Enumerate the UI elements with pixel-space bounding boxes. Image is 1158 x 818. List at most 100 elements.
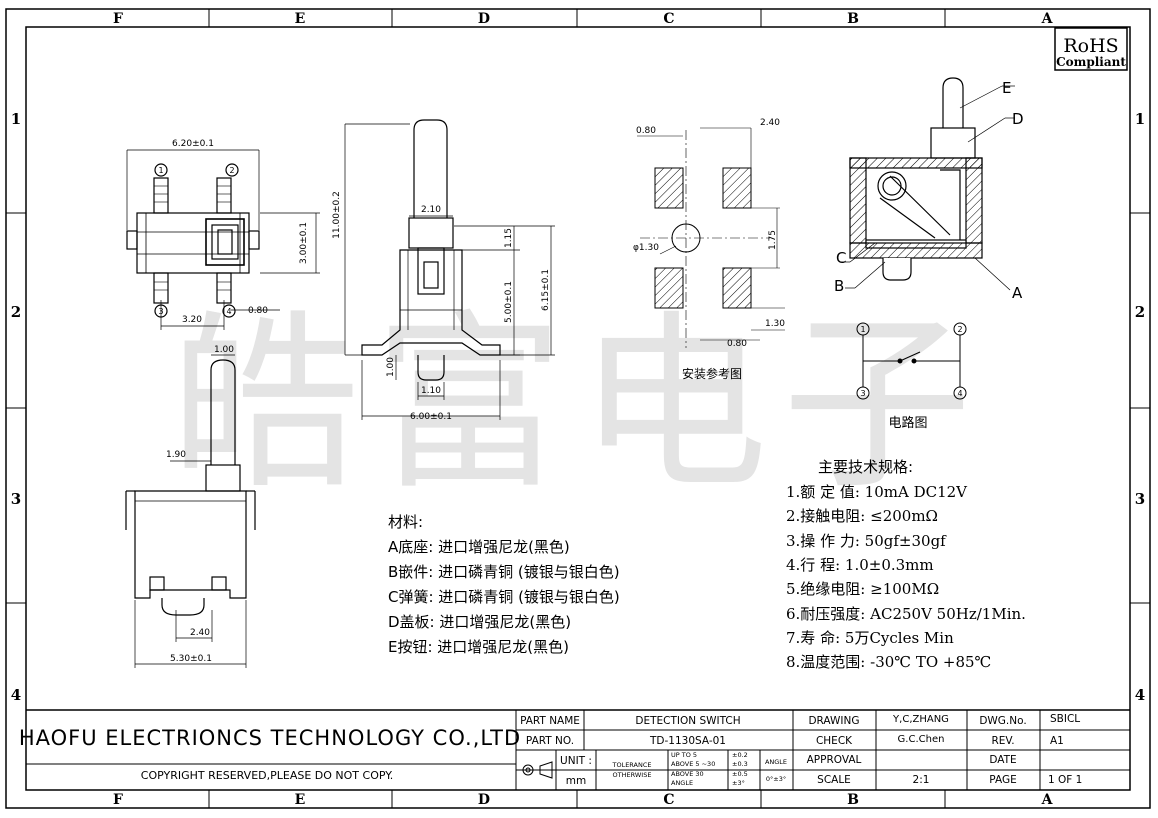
- dim-label: 1.10: [421, 386, 441, 396]
- zone-letter: D: [478, 11, 490, 27]
- dim-label: φ1.30: [633, 243, 659, 253]
- scale-value: 2:1: [913, 774, 930, 786]
- materials-title: 材料:: [388, 513, 423, 531]
- zone-letters-bottom: F E D C B A: [113, 792, 1054, 808]
- zone-number: 4: [1135, 686, 1145, 704]
- tolerance-label: TOLERANCE: [611, 761, 651, 769]
- zone-number: 1: [1135, 110, 1145, 128]
- rohs-title: RoHS: [1063, 35, 1118, 57]
- rohs-badge: RoHS Compliant: [1054, 27, 1128, 71]
- zone-number: 2: [1135, 303, 1145, 321]
- page-label: PAGE: [989, 774, 1016, 786]
- dwg-value: SBICL: [1050, 713, 1080, 725]
- top-view: [126, 149, 320, 330]
- install-ref-caption: 安装参考图: [682, 366, 742, 381]
- dim-label: 1.30: [765, 319, 785, 329]
- pin-label: 1: [158, 166, 163, 175]
- otherwise-label: OTHERWISE: [613, 771, 652, 779]
- spec-item: 4.行 程: 1.0±0.3mm: [786, 556, 934, 574]
- tolerance-value: ±3°: [732, 779, 745, 787]
- zone-number: 3: [1135, 490, 1145, 508]
- zone-letter: A: [1041, 792, 1054, 808]
- spec-list: 主要技术规格: 1.额 定 值: 10mA DC12V 2.接触电阻: ≤200…: [786, 458, 1026, 671]
- spec-item: 3.操 作 力: 50gf±30gf: [786, 532, 947, 550]
- title-block: [26, 709, 1130, 790]
- watermark-text: 皓富电子: [170, 294, 986, 515]
- spec-item: 5.绝缘电阻: ≥100MΩ: [786, 580, 939, 598]
- part-callout: A: [1012, 284, 1023, 302]
- approval-label: APPROVAL: [807, 754, 862, 766]
- rev-value: A1: [1050, 735, 1064, 747]
- materials-list: 材料: A底座: 进口增强尼龙(黑色) B嵌件: 进口磷青铜 (镀银与银白色) …: [388, 513, 620, 656]
- check-value: G.C.Chen: [898, 734, 945, 745]
- dim-label: 3.00±0.1: [299, 222, 309, 264]
- spec-item: 6.耐压强度: AC250V 50Hz/1Min.: [786, 605, 1026, 623]
- materials-item: D盖板: 进口增强尼龙(黑色): [388, 613, 571, 631]
- zone-number: 1: [11, 110, 21, 128]
- side-view: [344, 119, 555, 420]
- angle-value: 0°±3°: [766, 775, 786, 783]
- part-no-value: TD-1130SA-01: [649, 735, 726, 747]
- part-no-label: PART NO.: [526, 735, 574, 747]
- side-view-labels: 11.00±0.2 2.10 1.15 5.00±0.1 6.15±0.1 1.…: [332, 191, 551, 422]
- zone-letter: E: [295, 792, 306, 808]
- zone-letter: B: [847, 11, 859, 27]
- dwg-label: DWG.No.: [979, 715, 1026, 727]
- zone-letter: F: [113, 11, 123, 27]
- spec-item: 1.额 定 值: 10mA DC12V: [786, 483, 968, 501]
- tolerance-range: ABOVE 30: [671, 770, 704, 778]
- materials-item: B嵌件: 进口磷青铜 (镀银与银白色): [388, 563, 620, 581]
- sheet-frame: [5, 8, 1151, 809]
- zone-letter: C: [663, 11, 674, 27]
- dim-label: 5.00±0.1: [504, 281, 514, 323]
- zone-letter: F: [113, 792, 123, 808]
- zone-number: 4: [11, 686, 21, 704]
- part-name-label: PART NAME: [520, 715, 580, 727]
- top-view-labels: 6.20±0.1 3.00±0.1 3.20 0.80 1 2 3 4: [158, 139, 309, 325]
- dim-label: 1.00: [386, 357, 396, 377]
- front-view: [125, 354, 256, 668]
- drawing-label: DRAWING: [808, 715, 859, 727]
- spec-item: 8.温度范围: -30℃ TO +85℃: [786, 653, 991, 671]
- tolerance-value: ±0.3: [732, 760, 748, 768]
- circuit-diagram: [856, 322, 967, 400]
- dim-label: 6.15±0.1: [541, 269, 551, 311]
- dim-label: 3.20: [182, 315, 202, 325]
- unit-label: UNIT :: [560, 755, 592, 767]
- angle-label: ANGLE: [765, 758, 787, 766]
- zone-numbers-left: 1 2 3 4: [11, 110, 21, 704]
- dim-label: 1.15: [504, 228, 514, 248]
- date-label: DATE: [989, 754, 1016, 766]
- drawing-value: Y,C,ZHANG: [892, 714, 949, 725]
- dim-label: 11.00±0.2: [332, 191, 342, 239]
- dim-label: 0.80: [636, 126, 656, 136]
- rev-label: REV.: [991, 735, 1014, 747]
- zone-letter: E: [295, 11, 306, 27]
- part-callout: B: [834, 277, 844, 295]
- pad-layout-labels: 0.80 2.40 φ1.30 1.75 1.30 0.80 安装参考图: [633, 118, 785, 381]
- tolerance-value: ±0.2: [732, 751, 748, 759]
- pin-label: 2: [957, 325, 962, 334]
- section-view: [840, 77, 1015, 291]
- dim-label: 6.20±0.1: [172, 139, 214, 149]
- part-callout: D: [1012, 110, 1024, 128]
- zone-number: 3: [11, 490, 21, 508]
- part-name-value: DETECTION SWITCH: [635, 715, 740, 727]
- dim-label: 6.00±0.1: [410, 412, 452, 422]
- company-name: HAOFU ELECTRIONCS TECHNOLOGY CO.,LTD: [19, 726, 521, 750]
- zone-letter: D: [478, 792, 490, 808]
- materials-item: A底座: 进口增强尼龙(黑色): [388, 538, 570, 556]
- dim-label: 0.80: [727, 339, 747, 349]
- tolerance-range: UP TO 5: [671, 751, 697, 759]
- dim-label: 0.80: [248, 306, 268, 316]
- pin-label: 3: [158, 307, 163, 316]
- zone-letter: A: [1041, 11, 1054, 27]
- page-value: 1 OF 1: [1048, 774, 1082, 786]
- pin-label: 3: [860, 389, 865, 398]
- dim-label: 2.40: [190, 628, 210, 638]
- dim-label: 2.40: [760, 118, 780, 128]
- zone-numbers-right: 1 2 3 4: [1135, 110, 1145, 704]
- part-callout: E: [1002, 79, 1011, 97]
- rohs-subtitle: Compliant: [1056, 55, 1126, 69]
